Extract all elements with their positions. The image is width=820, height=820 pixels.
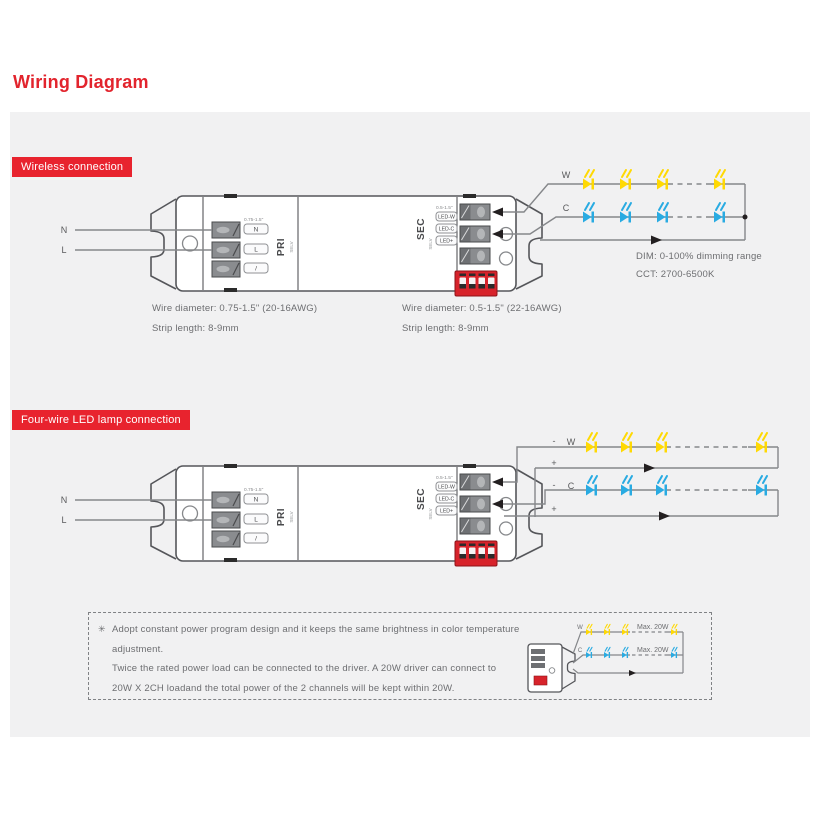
mini-cool-max: Max. 20W: [637, 647, 669, 654]
page-title: Wiring Diagram: [13, 72, 149, 92]
led-cool: [582, 202, 595, 224]
led-cool: [620, 475, 633, 497]
mini-cool-label: C: [578, 648, 583, 654]
mini-warm-max: Max. 20W: [637, 624, 669, 631]
mini-warm-string: W Max. 20W: [572, 623, 683, 655]
wireless-connection-diagram: N L W: [61, 169, 748, 297]
driver-unit-1: [150, 193, 543, 297]
four-wire-connection-diagram: N L - W +: [61, 432, 779, 567]
cct-note: CCT: 2700-6500K: [636, 269, 715, 280]
mini-warm-label: W: [577, 625, 583, 631]
mini-cool-string: C Max. 20W: [572, 646, 683, 664]
input-n-label-2: N: [61, 495, 68, 505]
sec-wire-diameter-spec: Wire diameter: 0.5-1.5" (22-16AWG): [402, 303, 562, 314]
note-line-3: Twice the rated power load can be connec…: [112, 663, 497, 674]
note-line-2: adjustment.: [112, 643, 164, 655]
sec-strip-length-spec: Strip length: 8-9mm: [402, 323, 489, 334]
common-return-1: [540, 184, 748, 245]
led-cool: [713, 202, 726, 224]
cool-minus-label: -: [553, 480, 556, 490]
led-cool: [655, 475, 668, 497]
mini-return: [572, 632, 684, 676]
led-warm: [713, 169, 726, 191]
warm-row-label-2: W: [567, 437, 576, 447]
input-l-label-2: L: [61, 515, 66, 525]
cool-row-label-1: C: [563, 203, 570, 213]
input-n-label-1: N: [61, 225, 68, 235]
input-l-label-1: L: [61, 245, 66, 255]
warm-minus-label: -: [553, 436, 556, 446]
pri-strip-length-spec: Strip length: 8-9mm: [152, 323, 239, 334]
note-mini-diagram: W Max. 20W C Max. 20W: [527, 623, 684, 693]
warm-white-string-1: W: [492, 169, 745, 217]
section-label-four-wire: Four-wire LED lamp connection: [12, 410, 190, 430]
cool-white-loop-2: - C +: [492, 475, 779, 521]
note-bullet: ✳: [98, 624, 106, 634]
mini-dip-switch: [533, 675, 548, 686]
note-line-4: 20W X 2CH loadand the total power of the…: [112, 682, 455, 694]
driver-unit-2: [150, 463, 543, 567]
led-warm: [755, 432, 768, 454]
warm-plus-label: +: [551, 458, 556, 468]
note-line-1: Adopt constant power program design and …: [112, 624, 520, 635]
led-cool: [619, 202, 632, 224]
led-warm: [585, 432, 598, 454]
led-cool: [755, 475, 768, 497]
note-text: ✳ Adopt constant power program design an…: [98, 620, 530, 698]
pri-wire-diameter-spec: Wire diameter: 0.75-1.5" (20-16AWG): [152, 303, 318, 314]
led-cool: [585, 475, 598, 497]
warm-row-label-1: W: [562, 170, 571, 180]
cool-row-label-2: C: [568, 481, 575, 491]
cool-plus-label: +: [551, 504, 556, 514]
warm-white-loop-2: - W +: [492, 432, 779, 517]
led-warm: [620, 432, 633, 454]
dim-note: DIM: 0-100% dimming range: [636, 251, 762, 262]
mini-driver: [527, 643, 576, 693]
section-label-wireless: Wireless connection: [12, 157, 133, 177]
led-warm: [619, 169, 632, 191]
led-warm: [655, 432, 668, 454]
led-cool: [656, 202, 669, 224]
led-warm: [656, 169, 669, 191]
led-warm: [582, 169, 595, 191]
cool-white-string-1: C: [492, 202, 745, 239]
note-box: [88, 612, 712, 700]
